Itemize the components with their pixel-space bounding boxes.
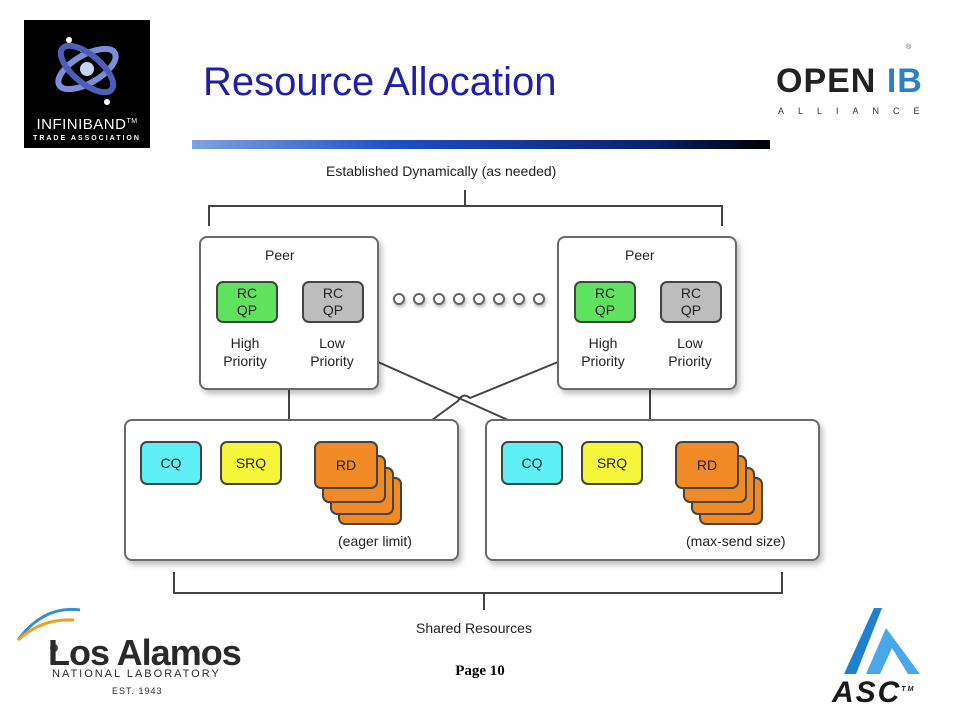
resource-box-left: CQ SRQ RD (eager limit) <box>124 419 459 561</box>
ellipsis-dot <box>433 293 445 305</box>
rc-qp-high-left: RC QP <box>216 281 278 323</box>
rc-qp-low-right: RC QP <box>660 281 722 323</box>
eager-limit-label: (eager limit) <box>338 533 412 549</box>
openib-wordmark-open: OPEN <box>776 62 877 100</box>
ellipsis-dot <box>413 293 425 305</box>
title-underline-bar <box>192 140 770 149</box>
bottom-bracket <box>173 572 783 594</box>
infiniband-emblem-icon <box>55 37 119 105</box>
infiniband-wordmark: INFINIBAND <box>36 116 127 133</box>
ellipsis-dot <box>473 293 485 305</box>
max-send-size-label: (max-send size) <box>686 533 786 549</box>
infiniband-tm: TM <box>126 118 138 125</box>
rd-left: RD <box>314 441 378 489</box>
registered-mark-icon: ® <box>906 44 912 51</box>
high-priority-label-right: High Priority <box>581 335 625 369</box>
los-alamos-subtitle: NATIONAL LABORATORY <box>52 668 221 680</box>
los-alamos-established: EST. 1943 <box>112 686 163 696</box>
infiniband-logo: INFINIBANDTM TRADE ASSOCIATION <box>24 20 150 148</box>
cq-right: CQ <box>501 441 563 485</box>
established-dynamically-label: Established Dynamically (as needed) <box>326 163 557 179</box>
asc-emblem-icon <box>844 608 920 674</box>
cross-link-b <box>431 361 559 421</box>
los-alamos-emblem-icon <box>16 607 81 652</box>
peer-box-left: Peer RC QP RC QP High Priority Low Prior… <box>199 236 379 390</box>
infiniband-subtitle: TRADE ASSOCIATION <box>33 135 141 142</box>
asc-wordmark: ASCTM <box>832 676 916 709</box>
high-priority-label-left: High Priority <box>223 335 267 369</box>
page-title: Resource Allocation <box>203 60 557 104</box>
ellipsis-dot <box>393 293 405 305</box>
ellipsis-dot <box>453 293 465 305</box>
cross-link-a <box>377 361 509 421</box>
ellipsis-dot <box>513 293 525 305</box>
openib-wordmark-ib: IB <box>886 62 923 100</box>
los-alamos-wordmark: Los Alamos <box>48 632 242 673</box>
peer-title-right: Peer <box>625 247 655 263</box>
resource-box-right: CQ SRQ RD (max-send size) <box>485 419 820 561</box>
asc-tm: TM <box>901 686 916 693</box>
cq-left: CQ <box>140 441 202 485</box>
page-number: Page 10 <box>455 663 505 679</box>
openib-subtitle: ALLIANCE <box>778 106 934 116</box>
srq-right: SRQ <box>581 441 643 485</box>
openib-logo: OPEN IB ALLIANCE <box>776 62 926 120</box>
top-bracket <box>208 205 723 226</box>
shared-resources-label: Shared Resources <box>416 620 532 636</box>
ellipsis-dot <box>533 293 545 305</box>
rc-qp-high-right: RC QP <box>574 281 636 323</box>
ellipsis-dot <box>493 293 505 305</box>
srq-left: SRQ <box>220 441 282 485</box>
peer-title-left: Peer <box>265 247 295 263</box>
low-priority-label-right: Low Priority <box>668 335 712 369</box>
rc-qp-low-left: RC QP <box>302 281 364 323</box>
rd-right: RD <box>675 441 739 489</box>
low-priority-label-left: Low Priority <box>310 335 354 369</box>
peer-box-right: Peer RC QP RC QP High Priority Low Prior… <box>557 236 737 390</box>
